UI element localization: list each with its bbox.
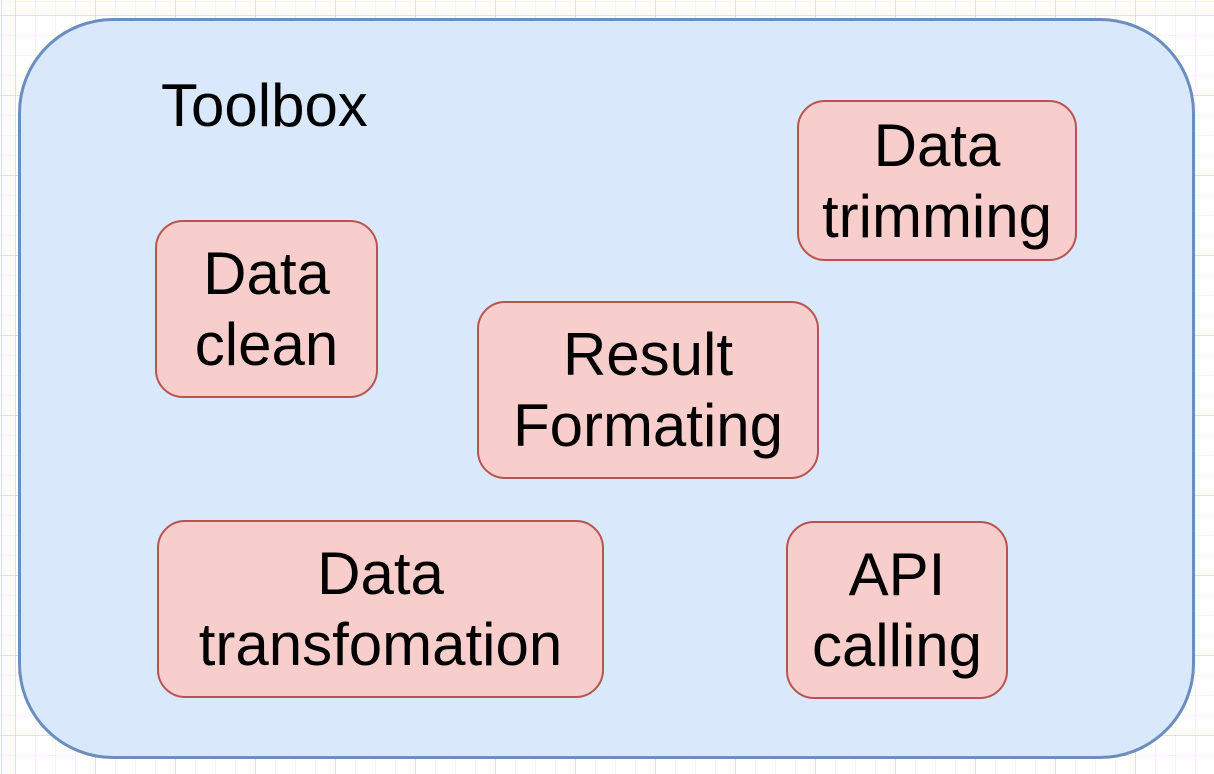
toolbox-container-label: Toolbox [161,72,368,139]
node-data-trimming-label-line2: trimming [821,182,1052,250]
node-data-transfomation[interactable]: Data transfomation [157,520,604,698]
node-data-trimming-label-line1: Data [873,111,1001,179]
node-data-trimming[interactable]: Data trimming [797,100,1077,261]
node-data-clean[interactable]: Data clean [155,220,378,398]
node-result-formating-label-line1: Result [562,321,734,388]
node-data-clean-label-line2: clean [194,311,339,378]
node-data-transfomation-label-line2: transfomation [198,611,563,678]
node-api-calling-label-line1: API [848,541,946,608]
node-data-transfomation-label-line1: Data [317,540,444,607]
toolbox-container[interactable]: Toolbox Data trimming Data clean Result … [18,18,1195,759]
node-result-formating-label-line2: Formating [512,392,784,459]
node-api-calling[interactable]: API calling [786,521,1008,699]
node-data-clean-label-line1: Data [203,240,330,307]
node-api-calling-label-line2: calling [811,612,983,679]
node-result-formating[interactable]: Result Formating [477,301,819,479]
